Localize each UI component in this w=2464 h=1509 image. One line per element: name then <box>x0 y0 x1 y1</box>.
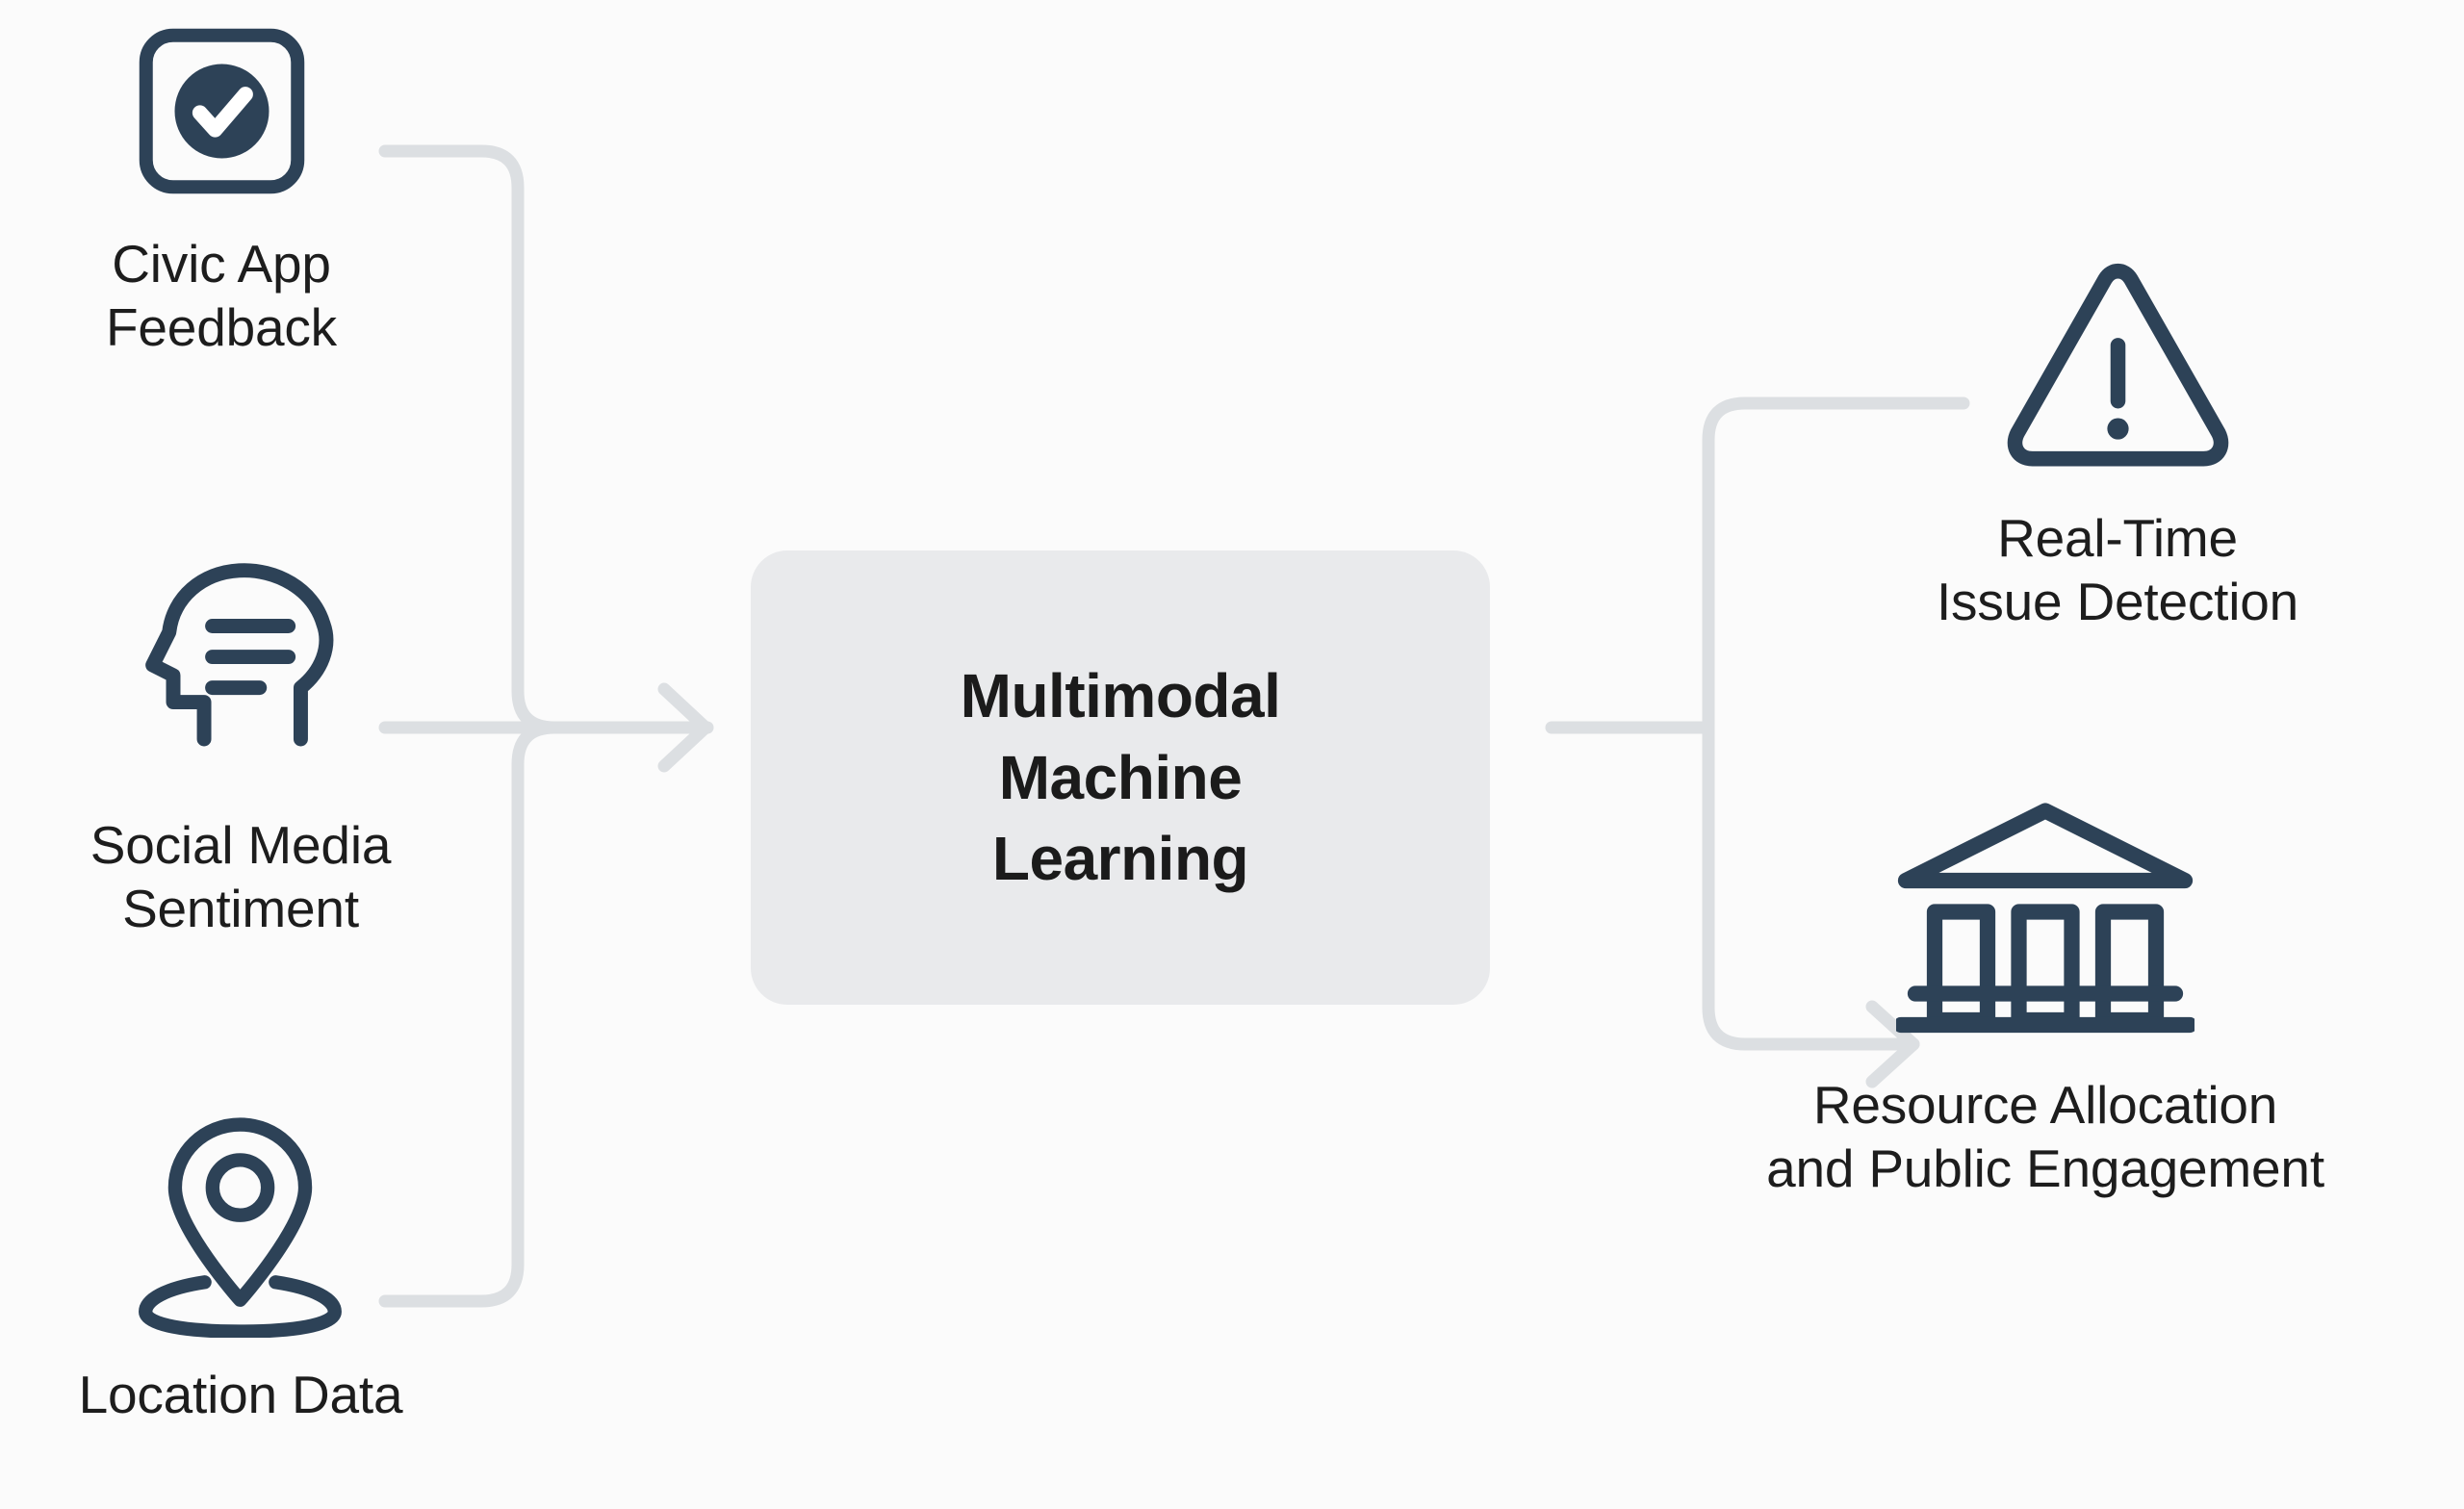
connector-resource-arrowhead <box>1865 1000 1920 1088</box>
connector-trunk-to-resource <box>1702 721 1920 1051</box>
input-node-social-media-sentiment[interactable]: Social Media Sentiment <box>0 558 481 940</box>
center-process-label: Multimodal Machine Learning <box>960 661 1281 894</box>
check-square-icon <box>138 27 306 195</box>
input-label-location-data: Location Data <box>78 1365 403 1424</box>
head-with-text-lines-icon <box>128 558 354 784</box>
input-label-civic-app-feedback: Civic App Feedback <box>106 234 337 357</box>
input-node-civic-app-feedback[interactable]: Civic App Feedback <box>19 27 424 359</box>
output-node-resource-allocation-public-engagement[interactable]: Resource Allocation and Public Engagemen… <box>1627 799 2464 1200</box>
output-node-real-time-issue-detection[interactable]: Real-Time Issue Detection <box>1819 260 2416 633</box>
output-label-real-time-issue-detection: Real-Time Issue Detection <box>1936 508 2299 631</box>
input-label-social-media-sentiment: Social Media Sentiment <box>90 815 392 938</box>
center-process-box[interactable]: Multimodal Machine Learning <box>751 550 1490 1005</box>
input-node-location-data[interactable]: Location Data <box>0 1116 481 1426</box>
connector-trunk-to-issue <box>1702 396 1970 734</box>
output-label-resource-allocation-public-engagement: Resource Allocation and Public Engagemen… <box>1766 1075 2324 1198</box>
connector-location-to-trunk <box>378 721 680 1308</box>
bank-institution-icon <box>1892 799 2198 1035</box>
warning-triangle-icon <box>2000 260 2236 472</box>
connector-merge-arrowhead <box>657 682 712 773</box>
map-pin-icon <box>138 1116 345 1339</box>
